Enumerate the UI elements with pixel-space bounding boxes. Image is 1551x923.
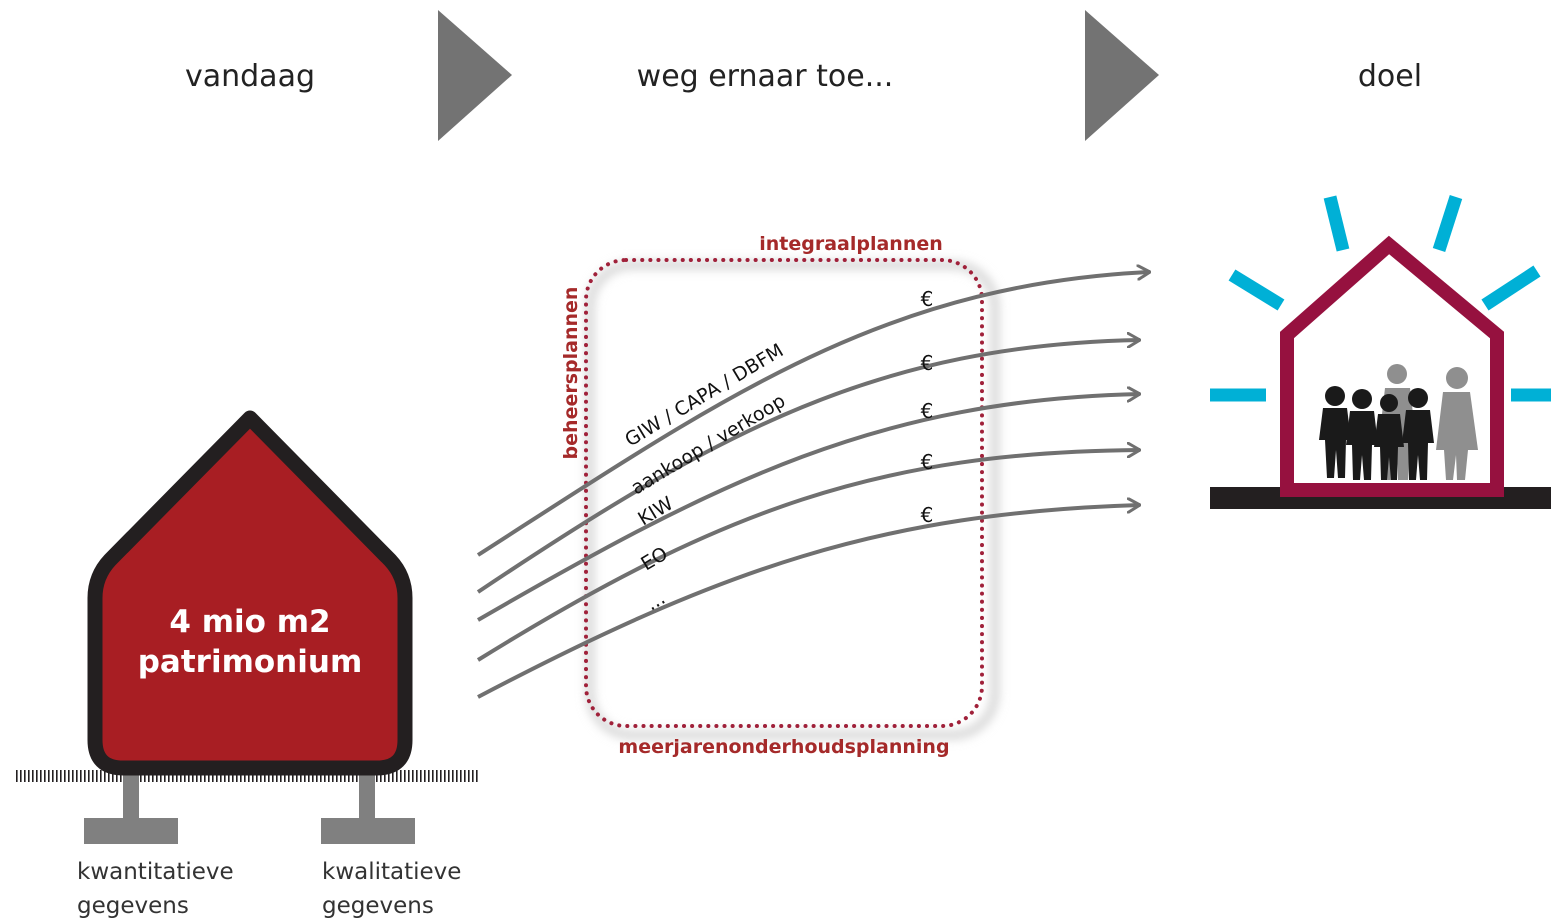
route-arrow-4 [476,450,1140,662]
building-group: 4 mio m2 patrimonium kwantitatieve gegev… [15,410,478,919]
house-with-people-icon [1210,195,1551,509]
stage-header: vandaag weg ernaar toe... doel [185,10,1422,141]
base-label-left-2: gegevens [77,893,189,919]
route-label-4: EO [637,543,671,576]
stage-label-today: vandaag [185,59,315,94]
route-cost-3: € [921,399,934,423]
route-cost-4: € [921,450,934,474]
base-label-right-2: gegevens [322,893,434,919]
planning-frame: integraalplannen beheersplannen meerjare… [560,233,999,758]
goal-house-outline [1280,235,1504,497]
building-subtitle: patrimonium [138,644,363,680]
route-cost-2: € [921,351,934,375]
light-rays [1210,195,1551,402]
route-cost-5: € [921,503,934,527]
route-arrow-2 [476,340,1140,594]
chevron-right-icon [1085,10,1159,141]
route-label-3: KIW [634,492,677,530]
building-leg-left [123,766,139,822]
stage-label-goal: doel [1358,59,1422,94]
route-arrow-5 [477,505,1140,699]
building-leg-right [359,766,375,822]
route-label-5: ... [642,587,669,615]
plan-label-top: integraalplannen [759,233,943,255]
foundation-left [84,818,178,844]
route-cost-1: € [921,287,934,311]
chevron-right-icon [438,10,512,141]
people-silhouette-icon [1319,364,1478,480]
foundation-right [321,818,415,844]
base-label-right-1: kwalitatieve [322,859,461,885]
planning-frame-shadow [586,261,999,739]
route-arrow-1 [476,272,1150,557]
stage-label-route: weg ernaar toe... [637,59,894,94]
building-shape [87,410,413,776]
route-arrow-3 [476,394,1140,622]
plan-label-bottom: meerjarenonderhoudsplanning [618,736,949,758]
plan-label-left: beheersplannen [560,287,582,460]
base-label-left-1: kwantitatieve [77,859,234,885]
building-title: 4 mio m2 [169,604,330,640]
